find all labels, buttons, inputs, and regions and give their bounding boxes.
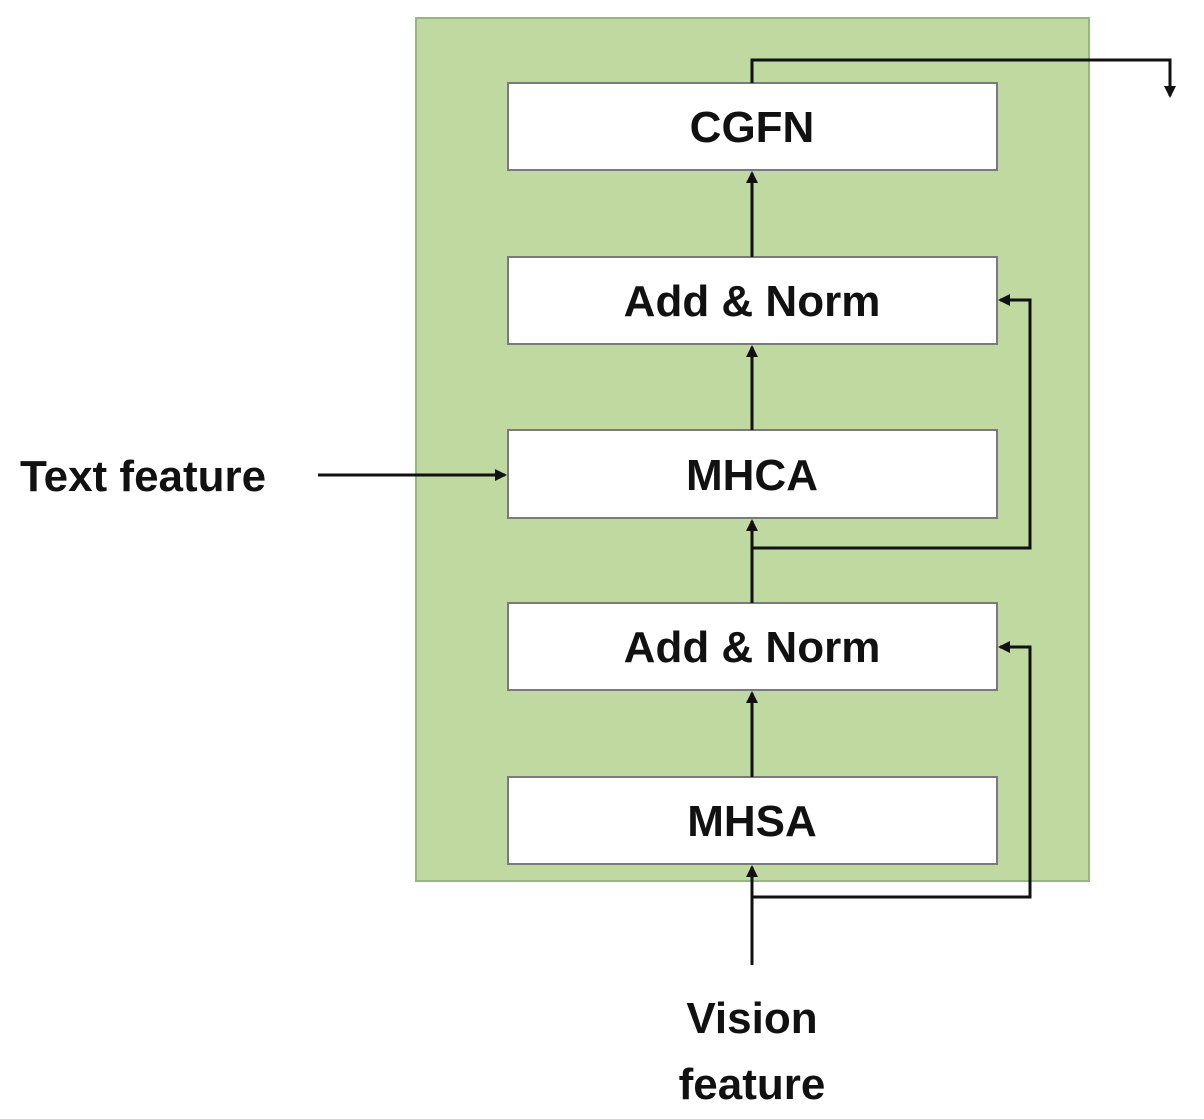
add-norm-bottom-block: Add & Norm — [507, 602, 998, 691]
residual-arrow-bottom — [752, 641, 1032, 899]
residual-arrow-top — [752, 294, 1032, 550]
add-norm-top-label: Add & Norm — [624, 277, 881, 326]
mhca-block: MHCA — [507, 429, 998, 519]
mhca-label: MHCA — [686, 451, 818, 500]
cgfn-label: CGFN — [690, 103, 815, 152]
mhsa-label: MHSA — [687, 797, 817, 846]
output-arrow — [750, 58, 1176, 98]
add-norm-bottom-label: Add & Norm — [624, 623, 881, 672]
vision-feature-label-line2: feature — [679, 1060, 826, 1109]
add-norm-top-block: Add & Norm — [507, 256, 998, 345]
mhsa-block: MHSA — [507, 776, 998, 865]
cgfn-block: CGFN — [507, 82, 998, 171]
text-feature-label: Text feature — [20, 452, 266, 501]
vision-feature-label-line1: Vision — [686, 994, 817, 1043]
